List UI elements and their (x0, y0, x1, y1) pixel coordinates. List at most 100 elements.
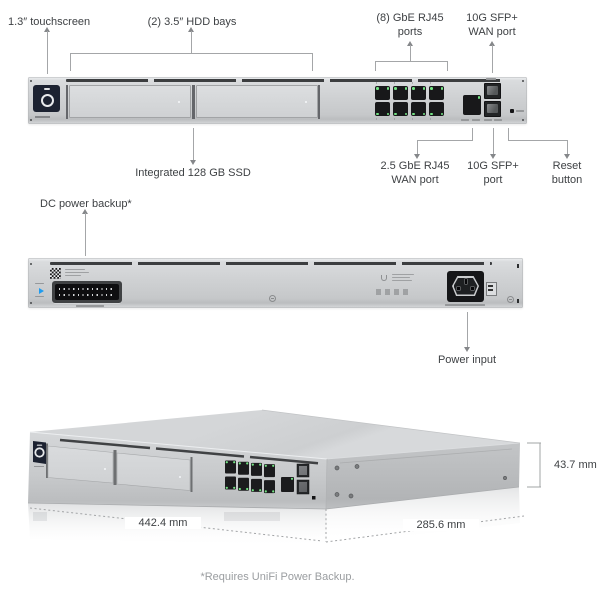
label-line: port (483, 174, 503, 186)
label-reset: Reset button (532, 159, 600, 187)
bay-rail (66, 85, 68, 119)
led-green (225, 461, 275, 493)
unifi-logo (381, 275, 387, 281)
edge-highlight (326, 442, 521, 460)
label-ssd: Integrated 128 GB SSD (135, 167, 251, 179)
bottom-edge (27, 486, 520, 510)
regulatory-print (392, 280, 412, 281)
screw-dot (30, 263, 32, 265)
label-line: 2.5 GbE RJ45 (380, 160, 450, 172)
leader-line-wan (416, 140, 473, 141)
regulatory-print (392, 274, 414, 275)
dc-print (76, 305, 104, 307)
bracket-rj45-tick (375, 61, 376, 71)
leader-line-reset (566, 140, 568, 155)
front-panel (28, 77, 527, 124)
hdd-bay-1 (69, 85, 191, 118)
tray-pin (305, 101, 307, 103)
label-rj45-ports: (8) GbE RJ45 ports (360, 11, 460, 39)
reset-button (510, 109, 514, 113)
label-line: 10G SFP+ (466, 12, 518, 24)
hdd-bay-2 (196, 85, 318, 118)
label-print (65, 275, 81, 277)
arrow-up-icon (187, 26, 194, 32)
rj45-port (393, 86, 408, 100)
label-sfp-wan: 10G SFP+ WAN port (452, 11, 532, 39)
port-print (461, 119, 469, 121)
sfp-inner (299, 466, 307, 475)
hdd-bay-3d (116, 452, 191, 491)
touchscreen (33, 85, 60, 112)
touchscreen-ring-icon (34, 447, 45, 458)
reset-print (516, 110, 524, 112)
leader-line-rj45 (409, 45, 411, 61)
bracket-hdd (70, 53, 312, 54)
arrow-down-icon (463, 347, 470, 352)
rj45-port (429, 102, 444, 116)
arrow-down-icon (489, 154, 496, 159)
label-hdd-bays: (2) 3.5″ HDD bays (147, 16, 237, 28)
vent-slots (66, 79, 502, 82)
edge-line (261, 409, 521, 444)
leader-line-sfp (492, 128, 494, 155)
perspective-view (27, 409, 541, 545)
rack-hole (517, 299, 519, 303)
dimension-depth: 285.6 mm (403, 519, 479, 531)
sfp-cage-lan (484, 101, 501, 117)
port-print (472, 119, 480, 121)
dimension-width: 442.4 mm (125, 517, 201, 529)
bay-rail (318, 85, 320, 119)
power-inlet (447, 271, 484, 302)
screw-dot (522, 80, 524, 82)
label-line: Reset (552, 160, 582, 172)
label-line: (8) GbE RJ45 (376, 12, 444, 24)
device-name-print (34, 466, 44, 467)
dimension-lines (29, 442, 541, 543)
power-print (445, 304, 485, 306)
leader-line-wan (416, 140, 418, 155)
label-line: WAN port (391, 174, 439, 186)
dc-print (35, 296, 44, 297)
leader-line-dc (84, 213, 86, 256)
dc-backup-connector (52, 281, 122, 303)
arrow-down-icon (563, 154, 570, 159)
arrow-down-icon (413, 154, 420, 159)
label-print (65, 269, 85, 271)
reset-button-3d (312, 496, 316, 500)
rj45-port (411, 102, 426, 116)
leader-line-power (466, 312, 468, 348)
tray-pin (179, 476, 181, 478)
inlet-recess-inner (453, 277, 478, 295)
leader-line-touchscreen (46, 31, 48, 74)
arrow-down-icon (189, 160, 196, 165)
top-face (30, 410, 520, 459)
screw-dot (30, 80, 32, 82)
bracket-hdd-tick (311, 53, 313, 71)
sfp-print (486, 78, 496, 80)
leader-line-hdd (190, 31, 192, 53)
dc-indicator-arrow-icon (39, 288, 44, 294)
label-sfp-port: 10G SFP+ port (453, 159, 533, 187)
screw-dot (522, 119, 524, 121)
ground-screw (507, 296, 514, 303)
vent-slots-3d (59, 438, 319, 465)
leader-line-wan (471, 128, 473, 140)
sfp-inner (299, 482, 307, 492)
label-touchscreen: 1.3″ touchscreen (8, 16, 91, 28)
bracket-rj45-tick (446, 61, 448, 71)
label-dc-backup: DC power backup* (40, 198, 132, 210)
inlet-pin (457, 287, 460, 290)
side-face (326, 443, 520, 509)
leader-line-sfp-wan (491, 45, 493, 73)
port-print (494, 119, 502, 121)
ce-marks (376, 289, 412, 295)
inlet-pin (464, 279, 467, 284)
rj45-port (375, 86, 390, 100)
dc-print (35, 283, 44, 284)
touchscreen-3d (33, 441, 46, 464)
port-print (484, 119, 492, 121)
rack-hole (517, 264, 519, 268)
label-line: ports (397, 26, 423, 38)
reflection-ports (224, 512, 280, 521)
arrow-up-icon (406, 41, 413, 46)
